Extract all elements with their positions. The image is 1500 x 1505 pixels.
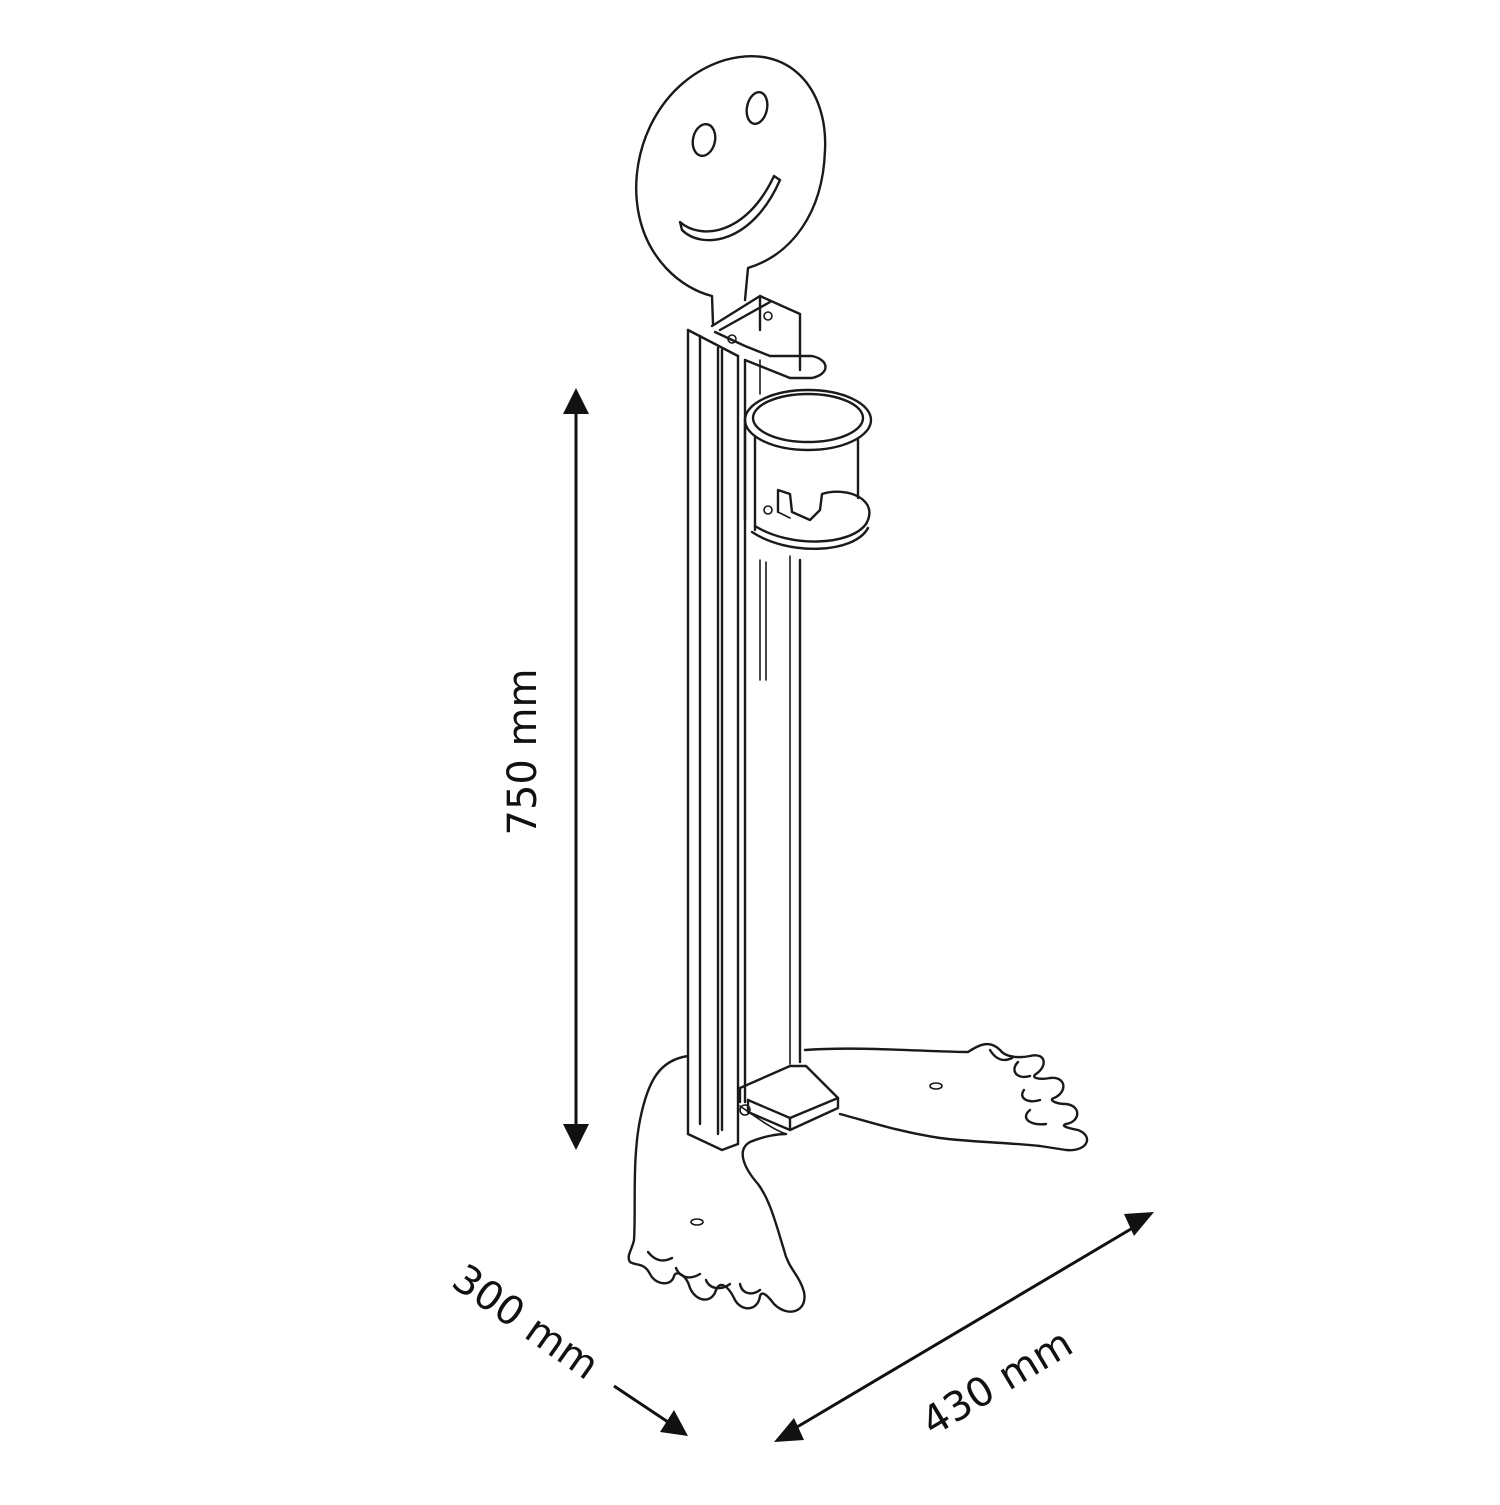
left-footprint <box>627 1054 806 1313</box>
depth-label: 300 mm <box>444 1256 607 1389</box>
width-arrow-end <box>1124 1212 1154 1236</box>
depth-arrow <box>660 1410 688 1436</box>
smile <box>678 174 782 242</box>
right-footprint <box>803 1042 1089 1152</box>
depth-dimension: 300 mm <box>444 1256 688 1436</box>
left-eye <box>691 122 717 158</box>
top-bracket <box>710 294 827 395</box>
smiley-head <box>635 54 827 326</box>
width-arrow-start <box>774 1418 804 1442</box>
height-dimension: 750 mm <box>500 388 589 1150</box>
width-dimension: 430 mm <box>774 1212 1154 1446</box>
height-arrow-top <box>563 388 589 414</box>
width-label: 430 mm <box>914 1320 1081 1445</box>
height-arrow-bottom <box>563 1124 589 1150</box>
bottle-holder <box>743 388 873 550</box>
right-eye <box>745 91 769 125</box>
height-label: 750 mm <box>500 669 546 836</box>
foot-pedal <box>738 1064 840 1135</box>
